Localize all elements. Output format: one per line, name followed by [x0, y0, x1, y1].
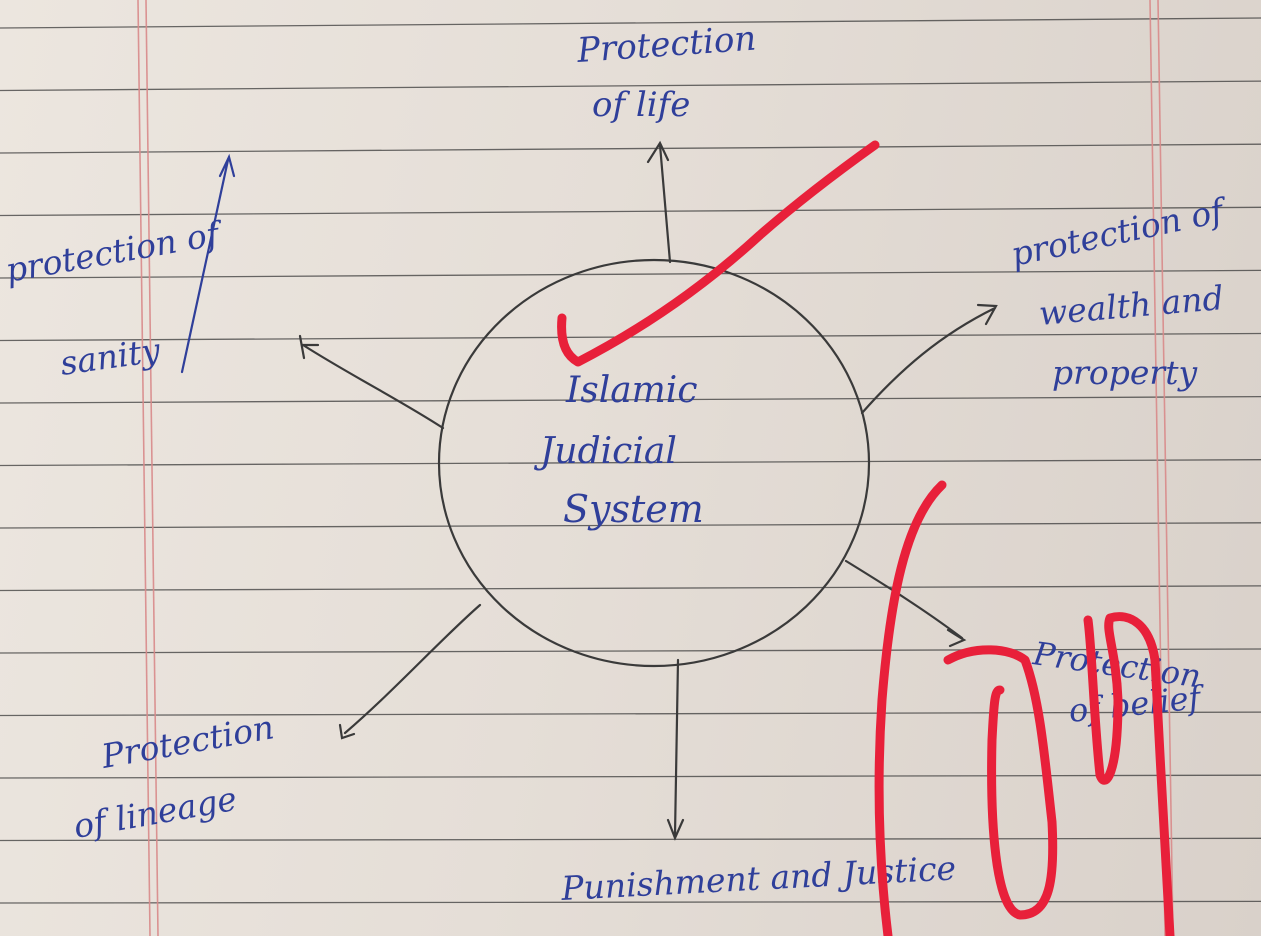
node-bottom-left: Protection of lineage: [71, 707, 277, 846]
arrow-bottom: [666, 658, 685, 841]
ruled-line: [0, 711, 1261, 717]
node-bottom-line-1: Punishment and Justice: [559, 848, 957, 908]
pencil-diagram: [298, 140, 998, 841]
node-top-right-line-1: protection of: [1008, 190, 1233, 274]
arrow-bottom-left: [338, 603, 482, 740]
arrow-top-left: [298, 334, 445, 430]
ruled-line: [0, 774, 1261, 779]
center-line-2: Judicial: [533, 431, 677, 472]
ruled-line: [0, 17, 1261, 29]
center-circle: [437, 258, 871, 668]
node-top-left: protection of sanity: [3, 153, 236, 383]
ruled-line: [0, 80, 1261, 92]
node-bottom-left-line-1: Protection: [98, 707, 277, 776]
node-top-left-line-1: protection of: [3, 213, 228, 290]
node-top-right: protection of wealth and property: [1008, 190, 1233, 392]
ruled-line: [0, 648, 1261, 654]
center-line-1: Islamic: [565, 370, 697, 411]
center-line-3: System: [563, 487, 704, 531]
ruled-line: [0, 585, 1261, 592]
ruled-line: [0, 143, 1261, 154]
node-top-line-2: of life: [592, 85, 690, 125]
check-mark-annotation: [557, 140, 880, 367]
ruled-line: [0, 837, 1261, 842]
center-label: Islamic Judicial System: [533, 370, 704, 531]
marker-scribble-annotation: [874, 480, 1175, 936]
node-bottom-right-line-2: of belief: [1067, 678, 1207, 730]
ruled-line: [0, 522, 1261, 529]
arrow-bottom-right: [844, 559, 967, 648]
ruled-line: [0, 459, 1261, 467]
ruled-line: [0, 269, 1261, 279]
arrow-sanity-up: [180, 153, 236, 374]
node-top-right-line-2: wealth and: [1037, 278, 1225, 333]
node-top: Protection of life: [575, 19, 758, 125]
ruled-line: [0, 395, 1261, 404]
ruled-line: [0, 206, 1261, 217]
node-top-left-line-2: sanity: [58, 330, 163, 383]
node-top-right-line-3: property: [1052, 353, 1197, 392]
node-top-line-1: Protection: [575, 19, 758, 71]
marker-annotations: [557, 140, 1175, 936]
node-bottom-left-line-2: of lineage: [71, 779, 240, 846]
node-bottom: Punishment and Justice: [559, 848, 957, 908]
arrow-top: [646, 140, 672, 264]
ruled-line: [0, 900, 1261, 904]
arrow-top-right: [860, 303, 998, 415]
